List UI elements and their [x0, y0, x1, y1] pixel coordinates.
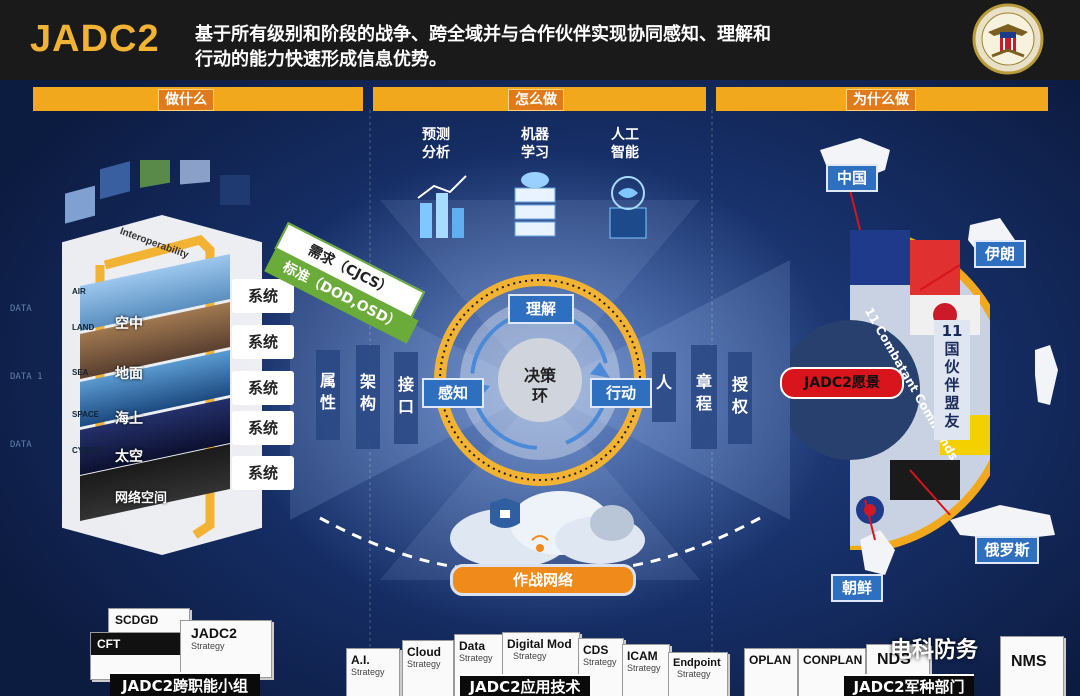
- domain-cn-sea: 海上: [115, 411, 143, 427]
- domain-cn-land: 地面: [115, 366, 143, 382]
- column-people: 人: [652, 352, 676, 422]
- domain-cn-space: 太空: [115, 449, 143, 465]
- domain-en-cyber: CYBER: [72, 446, 101, 455]
- russia-map-icon: [950, 505, 1055, 540]
- column-charter: 章 程: [691, 345, 717, 449]
- system-piece-2: 系统: [232, 325, 294, 359]
- combat-network-label: 作战网络: [450, 564, 636, 596]
- data-stream-text: DATA DATA 1 DATA: [10, 300, 43, 454]
- doc-data-title: Data: [459, 639, 486, 653]
- data-word-3: DATA: [10, 440, 32, 450]
- doc-endpoint-title: Endpoint: [673, 657, 721, 669]
- section-why-label: 为什么做: [846, 89, 916, 111]
- combat-network-cloud: [319, 491, 761, 573]
- doc-nds-title: NDS: [877, 651, 911, 668]
- doc-jadc2-strategy: JADC2 Strategy: [180, 620, 272, 678]
- doc-endpoint-sub: Strategy: [677, 669, 711, 679]
- tech-machine-learning: 机器 学习: [521, 127, 549, 161]
- doc-cloud-strategy: Cloud Strategy: [402, 640, 454, 696]
- doc-icam-title: ICAM: [627, 649, 658, 663]
- doc-jadc2-sub: Strategy: [191, 641, 225, 651]
- domain-en-land: LAND: [72, 323, 95, 332]
- column-interface: 接 口: [394, 352, 418, 444]
- doc-cloud-title: Cloud: [407, 645, 441, 659]
- tagline: 基于所有级别和阶段的战争、跨全域并与合作伙伴实现协同感知、理解和 行动的能力快速…: [195, 22, 875, 72]
- domain-en-space: SPACE: [72, 410, 99, 419]
- doc-conplan: CONPLAN: [798, 648, 866, 696]
- section-bar-why: 为什么做: [716, 87, 1048, 111]
- watermark-text: 电科防务: [890, 638, 979, 663]
- joint-chiefs-seal-icon: [972, 3, 1044, 75]
- caption-cross-functional-team: JADC2跨职能小组: [110, 672, 260, 696]
- section-bar-how: 怎么做: [373, 87, 706, 111]
- allies-box: 11 国 伙 伴 盟 友: [934, 320, 970, 440]
- decision-loop-core: 决策 环: [523, 366, 556, 405]
- tech-artificial-intelligence: 人工 智能: [611, 127, 639, 161]
- country-iran: 伊朗: [974, 240, 1026, 268]
- domain-en-sea: SEA: [72, 368, 89, 377]
- country-north-korea: 朝鲜: [831, 574, 883, 602]
- north-korea-map-icon: [860, 530, 895, 575]
- doc-jadc2-title: JADC2: [191, 625, 237, 641]
- decision-cycle-ring: [434, 274, 646, 486]
- data-word-1: DATA: [10, 304, 32, 314]
- tech-predictive-analysis: 预测 分析: [422, 127, 450, 161]
- tagline-line-1: 基于所有级别和阶段的战争、跨全域并与合作伙伴实现协同感知、理解和: [195, 24, 771, 45]
- system-piece-5: 系统: [232, 456, 294, 490]
- data-word-2: DATA 1: [10, 372, 43, 382]
- country-china: 中国: [826, 164, 878, 192]
- service-seals-row: [60, 151, 270, 230]
- jadc2-logo: JADC2: [30, 18, 160, 60]
- doc-cds-sub: Strategy: [583, 657, 617, 667]
- act-node: 行动: [590, 378, 652, 408]
- doc-digital-mod-title: Digital Mod: [507, 637, 572, 651]
- sense-node: 感知: [422, 378, 484, 408]
- doc-cft-title: CFT: [91, 633, 181, 655]
- doc-conplan-title: CONPLAN: [803, 653, 863, 667]
- system-piece-1: 系统: [232, 279, 294, 313]
- doc-nms: NMS: [1000, 636, 1064, 696]
- doc-cloud-sub: Strategy: [407, 659, 441, 669]
- tech-icons: [417, 172, 647, 239]
- system-piece-3: 系统: [232, 371, 294, 405]
- doc-data-sub: Strategy: [459, 653, 493, 663]
- analytics-chart-icon: [417, 175, 467, 238]
- country-russia: 俄罗斯: [975, 536, 1039, 564]
- system-piece-4: 系统: [232, 411, 294, 445]
- service-seals-icon: [65, 151, 250, 224]
- section-bar-what: 做什么: [33, 87, 363, 111]
- tagline-line-2: 行动的能力快速形成信息优势。: [195, 49, 447, 70]
- header-bar: [0, 0, 1080, 80]
- server-stack-icon: [514, 172, 556, 237]
- domain-cn-air: 空中: [115, 316, 143, 332]
- doc-oplan-title: OPLAN: [749, 653, 791, 667]
- section-what-label: 做什么: [158, 89, 214, 111]
- doc-endpoint-strategy: Endpoint Strategy: [668, 652, 728, 696]
- ai-chip-brain-icon: [609, 176, 647, 239]
- domain-cn-cyber: 网络空间: [115, 491, 168, 506]
- column-attribute: 属 性: [316, 350, 340, 440]
- soldier-silhouette-icon: [1035, 345, 1058, 405]
- doc-ai-strategy: A.I. Strategy: [346, 648, 400, 696]
- doc-cds-title: CDS: [583, 643, 609, 657]
- column-authorization: 授 权: [728, 352, 752, 444]
- jadc2-vision-badge: JADC2愿景: [780, 367, 904, 399]
- doc-digital-mod-sub: Strategy: [513, 651, 547, 661]
- doc-ai-title: A.I.: [351, 653, 370, 667]
- doc-ai-sub: Strategy: [351, 667, 385, 677]
- caption-applied-technology: JADC2应用技术: [460, 674, 590, 696]
- domain-layers: [80, 254, 230, 521]
- domain-en-air: AIR: [72, 287, 86, 296]
- column-architecture: 架 构: [356, 345, 380, 449]
- understand-node: 理解: [508, 294, 574, 324]
- section-how-label: 怎么做: [508, 89, 564, 111]
- doc-oplan: OPLAN: [744, 648, 798, 696]
- doc-icam-sub: Strategy: [627, 663, 661, 673]
- doc-icam-strategy: ICAM Strategy: [622, 644, 670, 696]
- caption-military-services: JADC2军种部门: [844, 674, 974, 696]
- doc-scdgd-title: SCDGD: [115, 613, 159, 627]
- doc-nms-title: NMS: [1011, 653, 1047, 670]
